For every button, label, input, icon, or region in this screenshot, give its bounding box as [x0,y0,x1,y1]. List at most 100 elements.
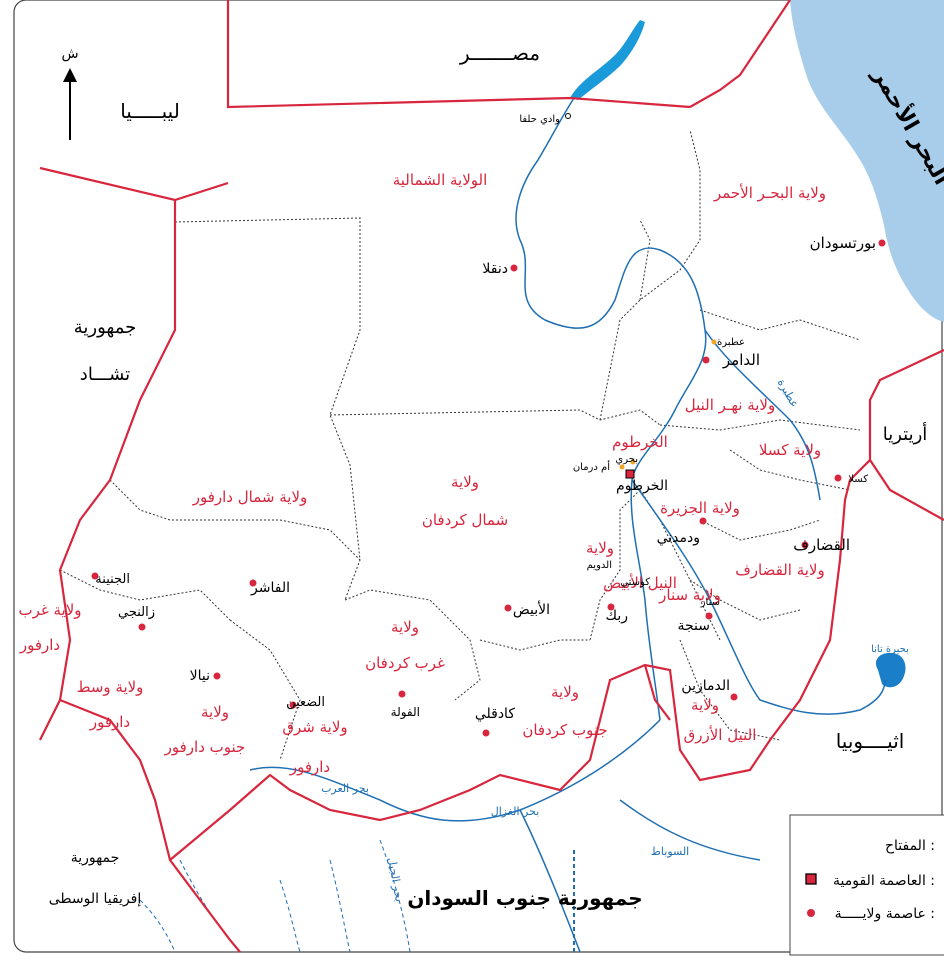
dot-el-fula [398,690,406,698]
map-border [13,0,943,953]
state-kassala: ولاية كسلا [759,441,821,459]
city-ed-damer: الدامر [722,351,760,369]
city-khartoum: الخرطوم [616,478,668,494]
dot-kassala [834,474,842,482]
city-kassala: كسلا [848,474,868,485]
city-dongola: دنقلا [482,261,508,277]
state-white-nile-1: ولاية [586,539,614,557]
state-west-kordofan-1: ولاية [391,618,419,636]
state-south-kordofan-2: جنوب كردفان [522,721,607,739]
city-wadi-halfa: وادي حلفا [519,114,560,125]
state-blue-nile-1: ولاية [691,696,719,714]
state-north-kordofan-1: ولاية [451,473,479,491]
dot-kadugli [482,729,490,737]
city-el-fula: الفولة [391,705,420,720]
city-kadugli: كادقلي [475,706,515,722]
dot-dongola [510,264,518,272]
dot-wadi-halfa [565,113,571,119]
city-ed-damazin: الدمازين [681,678,730,694]
city-labels: وادي حلفا دنقلا بورتسودان عطبرة الدامر ب… [95,114,876,722]
city-nyala: نيالا [190,668,210,684]
city-el-geneina: الجنينة [95,572,130,587]
international-borders [39,0,944,953]
dot-zalingei [138,623,146,631]
city-omdurman: أم درمان [573,460,610,473]
label-car-2: إفريقيا الوسطى [49,891,142,907]
state-east-darfur-1: ولاية شرق [282,718,347,736]
label-lake-tana: بحيرة تانا [871,644,909,655]
dot-singa [705,612,713,620]
dot-nyala [213,672,221,680]
state-sennar: ولاية سنار [658,586,721,604]
city-bahri: بحري [615,454,638,465]
dot-el-obeid [504,604,512,612]
legend-national-capital-icon [805,873,817,885]
square-khartoum [625,469,635,479]
state-white-nile-2: النيل الأبيض [603,573,677,592]
legend-state-capital-icon [807,909,815,917]
state-north-kordofan-2: شمال كردفان [422,511,508,529]
city-ed-daein: الضعين [286,695,325,710]
state-khartoum: الخرطوم [612,433,668,451]
legend-state-capital-label: عاصمة ولايـــــة : [835,906,935,922]
label-chad-2: تشـــاد [80,364,130,385]
state-gezira: ولاية الجزيرة [660,499,740,517]
city-el-obeid: الأبيض [513,600,550,618]
city-wad-madani: ودمدني [657,530,700,546]
state-south-darfur-1: ولاية [201,703,229,721]
label-egypt: مصـــــــر [459,41,540,65]
city-zalingei: زالنجي [118,605,155,620]
state-gedaref: ولاية القضارف [735,561,824,579]
state-central-darfur-1: ولاية وسط [77,678,144,696]
label-sobat: السوباط [651,845,690,858]
city-dots [91,113,886,737]
water-labels: بحيرة تانا بحر الغزال بحر العرب السوباط … [321,377,909,903]
legend-national-capital-label: العاصمة القومية : [833,873,935,889]
north-letter: ش [61,46,78,62]
dot-ed-damazin [730,693,738,701]
state-north-darfur: ولاية شمال دارفور [192,488,308,506]
label-car-1: جمهورية [71,850,120,866]
dot-omdurman [619,464,625,470]
rivers [249,97,886,953]
dot-ed-daein [289,701,297,709]
state-river-nile: ولاية نهـر النيل [685,396,775,414]
state-west-darfur-1: ولاية غرب [18,601,81,619]
city-port-sudan: بورتسودان [810,234,876,252]
dot-port-sudan [878,239,886,247]
label-south-sudan: جمهورية جنوب السودان [407,886,642,910]
label-ethiopia: اثيــــوبيا [836,729,905,753]
dot-bahri [630,459,636,465]
dot-atbara [711,339,717,345]
label-eritrea: أريتريا [883,422,928,445]
red-sea-water [790,0,944,322]
legend-title: المفتاح : [885,838,935,854]
state-south-darfur-2: جنوب دارفور [164,738,246,756]
state-west-kordofan-2: غرب كردفان [365,654,445,672]
lake-nasser [570,20,645,100]
state-east-darfur-2: دارفور [289,758,330,776]
state-west-darfur-2: دارفور [19,636,60,654]
city-ed-dueim: الدويم [587,560,612,571]
city-singa: سنجة [678,618,711,634]
label-chad-1: جمهورية [74,317,136,338]
city-el-fasher: الفاشر [250,580,290,596]
dot-ed-damer [702,356,710,364]
lake-tana [875,652,906,688]
legend-box [789,814,944,956]
state-central-darfur-2: دارفور [89,713,130,731]
state-red-sea: ولاية البحـر الأحمر [713,183,826,202]
dot-wad-madani [699,517,707,525]
state-blue-nile-2: النيل الأزرق [684,725,757,744]
city-gedaref: القضارف [793,536,850,554]
state-northern: الولاية الشمالية [393,171,488,189]
city-kosti: كوستي [620,577,650,588]
dot-el-geneina [91,572,99,580]
north-arrow-icon [63,68,77,82]
dot-gedaref [801,541,809,549]
city-atbara: عطبرة [717,337,745,348]
city-rabak: ربك [606,608,628,624]
city-sennar: سنار [700,597,720,608]
label-libya: ليبـــــيا [120,99,180,123]
